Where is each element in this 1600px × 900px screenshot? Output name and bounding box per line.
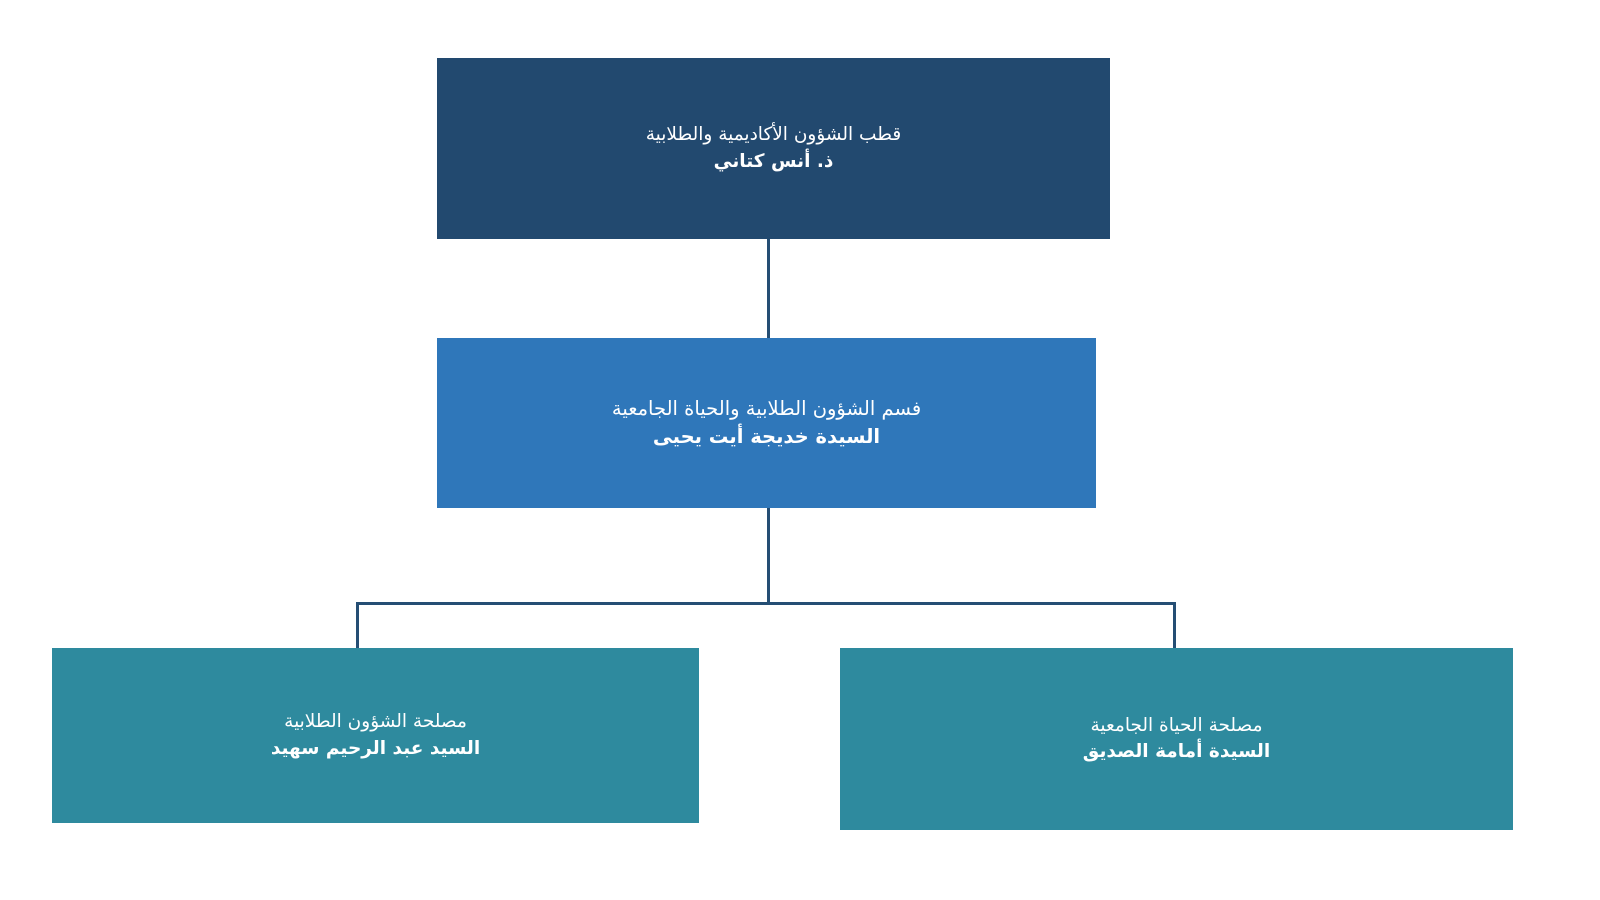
connector-department-to-split	[767, 508, 770, 604]
org-node-service-student-affairs[interactable]: مصلحة الشؤون الطلابية السيد عبد الرحيم س…	[52, 648, 699, 823]
connector-pole-to-department	[767, 239, 770, 338]
org-node-service-campus-life-unit-title: مصلحة الحياة الجامعية	[1090, 714, 1263, 736]
org-node-service-campus-life-person-name: السيدة أمامة الصديق	[1082, 741, 1271, 762]
org-node-pole[interactable]: قطب الشؤون الأكاديمية والطلابية ذ. أنس ك…	[437, 58, 1110, 239]
connector-split-to-campus-life	[1173, 602, 1176, 650]
org-node-department-unit-title: فسم الشؤون الطلابية والحياة الجامعية	[611, 397, 922, 421]
org-node-service-campus-life[interactable]: مصلحة الحياة الجامعية السيدة أمامة الصدي…	[840, 648, 1513, 830]
org-node-service-student-affairs-person-name: السيد عبد الرحيم سهيد	[270, 737, 481, 759]
org-node-pole-unit-title: قطب الشؤون الأكاديمية والطلابية	[645, 124, 902, 146]
org-node-pole-person-name: ذ. أنس كتاني	[713, 150, 834, 172]
org-node-service-student-affairs-unit-title: مصلحة الشؤون الطلابية	[284, 711, 467, 733]
connector-split-horizontal-bar	[356, 602, 1176, 605]
connector-split-to-student-affairs	[356, 602, 359, 650]
org-node-department-person-name: السيدة خديجة أيت يحيى	[652, 425, 881, 448]
org-node-department[interactable]: فسم الشؤون الطلابية والحياة الجامعية الس…	[437, 338, 1096, 508]
